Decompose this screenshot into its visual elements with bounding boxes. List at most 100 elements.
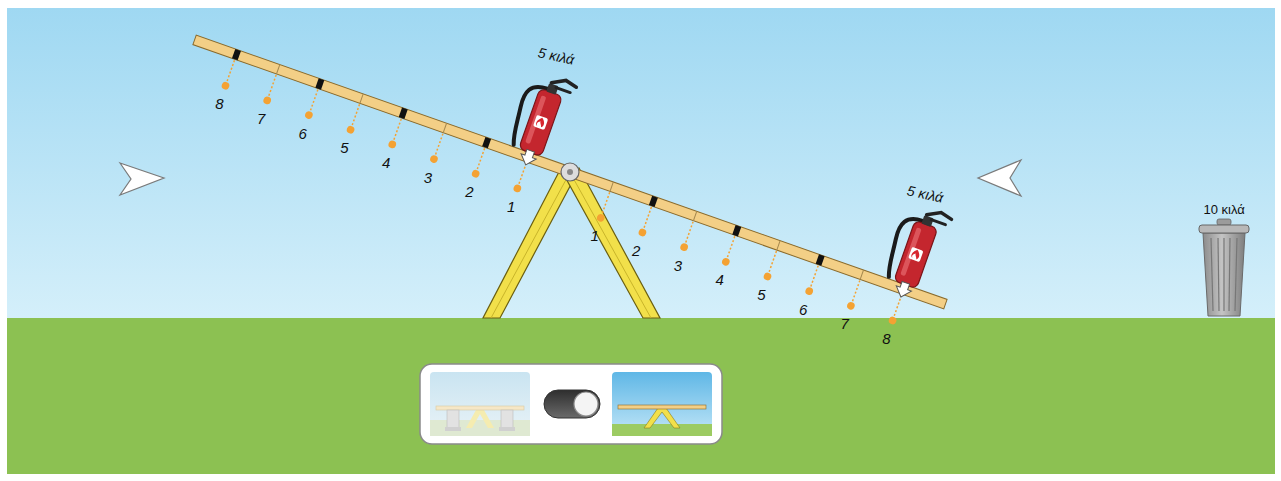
- fire-extinguisher: [503, 69, 578, 172]
- plank-marks: [221, 49, 909, 326]
- pivot: [561, 163, 579, 181]
- position-leader: [269, 75, 277, 97]
- position-number: 8: [215, 95, 223, 112]
- position-number: 6: [299, 125, 307, 142]
- position-leader: [394, 119, 402, 141]
- position-leader: [852, 280, 860, 302]
- tick-mark: [315, 78, 324, 89]
- mass-label: 10 κιλά: [1204, 203, 1245, 218]
- position-dot: [513, 184, 523, 194]
- free-seesaw-thumbnail: [612, 424, 712, 436]
- plank: [193, 35, 947, 309]
- position-dot: [346, 125, 356, 135]
- supports-thumbnail: [447, 410, 459, 428]
- position-number: 3: [424, 169, 432, 186]
- position-dot: [679, 242, 689, 252]
- position-number: 3: [674, 257, 682, 274]
- sky: [7, 8, 1275, 318]
- trash-can: [1235, 238, 1237, 311]
- tick-mark: [649, 196, 658, 207]
- position-dot: [596, 213, 606, 223]
- position-dot: [804, 286, 814, 296]
- toggle-switch: [544, 390, 600, 418]
- position-number: 5: [757, 286, 765, 303]
- tick-mark: [399, 108, 408, 119]
- position-dot: [888, 316, 898, 326]
- mass-label: 5 κιλά: [906, 182, 945, 205]
- fire-extinguisher: [878, 201, 953, 304]
- fulcrum: [491, 176, 568, 318]
- trash-can: [1211, 238, 1213, 311]
- position-number: 7: [257, 110, 265, 127]
- position-number: 6: [799, 301, 807, 318]
- supports-thumbnail: [436, 406, 524, 410]
- position-number: 8: [882, 330, 890, 347]
- trash-can: [1199, 225, 1249, 233]
- tick-mark: [732, 225, 741, 236]
- grass: [7, 318, 1275, 474]
- control-panel: [420, 364, 722, 444]
- supports-thumbnail: [430, 372, 530, 436]
- position-leader: [769, 251, 777, 273]
- position-dot: [471, 169, 481, 179]
- position-number: 4: [716, 271, 724, 288]
- position-leader: [477, 148, 485, 170]
- position-leader: [811, 266, 819, 288]
- plank-joint: [777, 241, 780, 250]
- fulcrum: [483, 168, 576, 318]
- position-leader: [227, 60, 235, 82]
- position-dot: [221, 81, 231, 91]
- position-dot: [721, 257, 731, 267]
- position-number: 7: [841, 315, 849, 332]
- control-panel: [420, 364, 722, 444]
- position-number: 1: [590, 227, 598, 244]
- toggle-knob: [574, 392, 598, 416]
- supports-thumbnail: [466, 410, 494, 428]
- free-seesaw-thumbnail: [618, 405, 706, 409]
- plank-joint: [360, 94, 363, 103]
- free-seesaw-thumbnail: [612, 372, 712, 436]
- trash-can: [1223, 238, 1224, 311]
- position-leader: [435, 134, 443, 156]
- supports-thumbnail: [445, 427, 461, 431]
- pivot: [567, 169, 573, 175]
- position-dot: [846, 301, 856, 311]
- position-dot: [638, 228, 648, 238]
- position-dot: [304, 110, 314, 120]
- trash-can: [1203, 233, 1245, 316]
- pivot: [561, 163, 579, 181]
- position-number: 2: [465, 183, 473, 200]
- trash-can: [1217, 219, 1231, 225]
- mass-label: 5 κιλά: [537, 44, 576, 67]
- position-leader: [685, 222, 693, 244]
- position-dot: [763, 272, 773, 282]
- position-number: 2: [632, 242, 640, 259]
- plank-joint: [276, 65, 279, 74]
- trash-can: [1199, 219, 1249, 316]
- free-seesaw-thumbnail: [612, 372, 712, 436]
- plank-joint: [610, 182, 613, 191]
- position-leader: [519, 163, 527, 185]
- left-marker: [120, 163, 164, 195]
- position-number: 4: [382, 154, 390, 171]
- plank-joint: [443, 123, 446, 132]
- supports-thumbnail: [430, 372, 530, 436]
- tick-mark: [816, 254, 825, 265]
- supports-thumbnail: [430, 420, 530, 436]
- position-dot: [387, 140, 397, 150]
- free-seesaw-thumbnail: [644, 408, 680, 428]
- plank: [182, 35, 947, 339]
- trash-can: [1218, 238, 1219, 311]
- position-leader: [602, 192, 610, 214]
- trash-can: [1229, 238, 1230, 311]
- tick-mark: [232, 49, 241, 60]
- right-marker: [978, 160, 1021, 196]
- position-leader: [727, 236, 735, 258]
- position-dot: [262, 96, 272, 106]
- plank-joint: [693, 211, 696, 220]
- position-dot: [429, 154, 439, 164]
- position-number: 1: [507, 198, 515, 215]
